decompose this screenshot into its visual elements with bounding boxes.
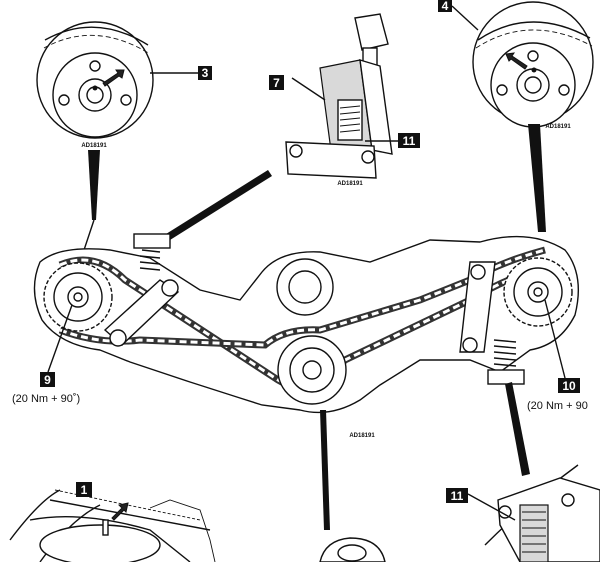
callout-1: 1 <box>81 483 88 497</box>
tool-base <box>285 141 377 179</box>
chain-icon <box>44 26 149 46</box>
left-tensioner <box>103 233 180 347</box>
bolt-icon <box>161 279 179 297</box>
right-tensioner <box>459 261 525 385</box>
callout-3: 3 <box>202 66 209 80</box>
callout-7-box <box>269 75 284 90</box>
leader-right <box>528 124 546 232</box>
detail-bottom-centre <box>319 537 386 562</box>
bolt-icon <box>470 264 486 280</box>
tensioner-housing <box>133 233 171 249</box>
bolt-icon <box>361 150 375 164</box>
tensioner-housing <box>487 369 525 385</box>
bolt-icon <box>289 144 303 158</box>
torque-right: (20 Nm + 90 <box>527 400 588 412</box>
bolt-icon <box>354 13 389 51</box>
callout-3-box <box>198 66 212 80</box>
arrow-icon <box>111 502 129 521</box>
leader-left <box>88 150 100 220</box>
callout-11-bottom-box <box>446 488 468 503</box>
bolt-icon <box>498 505 512 519</box>
callout-4: 4 <box>442 0 449 13</box>
detail-tensioner-tool <box>285 13 398 179</box>
chain-icon <box>477 21 591 41</box>
detail-bottom-left-crank <box>9 489 216 562</box>
detail-right-camshaft <box>451 1 594 128</box>
callout-10: 10 <box>562 379 576 393</box>
leader-bottom-centre <box>320 410 330 530</box>
left-camshaft-sprocket <box>43 262 113 332</box>
tensioner-spring-icon <box>139 249 161 271</box>
callout-11-top: 11 <box>403 134 416 148</box>
torque-left: (20 Nm + 90˚) <box>12 393 80 405</box>
callout-10-box <box>558 378 580 393</box>
callout-1-box <box>76 482 92 497</box>
callout-11-bottom: 11 <box>451 489 464 503</box>
detail-left-camshaft <box>36 21 198 139</box>
leader-bottom-right <box>505 382 530 476</box>
callout-7: 7 <box>273 76 280 90</box>
ref-code-right: AD18191 <box>545 124 571 130</box>
bolt-icon <box>561 493 575 507</box>
arrow-icon <box>102 69 125 87</box>
leader-tool <box>166 170 272 240</box>
detail-bottom-right-tool <box>467 464 600 562</box>
arrow-icon <box>505 52 528 70</box>
ref-code-tool: AD18191 <box>337 181 363 187</box>
right-camshaft-sprocket <box>503 257 573 327</box>
ref-code-left: AD18191 <box>81 143 107 149</box>
tensioner-arm <box>459 261 496 353</box>
ref-code-main: AD18191 <box>349 433 375 439</box>
callout-9-box <box>40 372 55 387</box>
crankshaft-sprocket <box>277 335 347 405</box>
callout-4-box <box>438 0 452 12</box>
callout-11-top-box <box>398 133 420 148</box>
bolt-icon <box>462 337 478 353</box>
tensioner-spring-icon <box>493 339 517 367</box>
tool-base <box>497 477 600 562</box>
bolt-icon <box>109 329 127 347</box>
callout-9: 9 <box>44 373 51 387</box>
